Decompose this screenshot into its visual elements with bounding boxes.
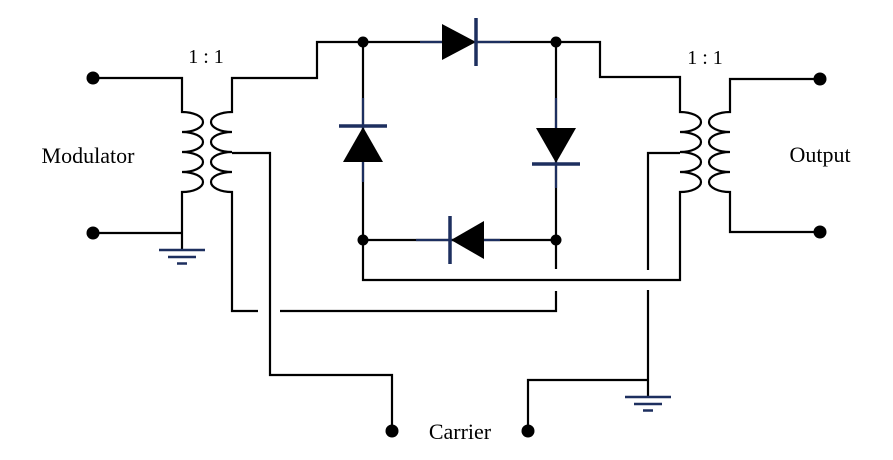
carrier-label: Carrier [429, 419, 492, 444]
diode-bottom [448, 216, 484, 264]
diode-bottom-triangle-icon [451, 221, 484, 259]
left-transformer-ratio-label: 1 : 1 [188, 46, 224, 68]
carrier-right-wire [526, 378, 648, 431]
ground-right-icon [625, 395, 671, 412]
modulator-primary-wire [93, 76, 205, 250]
diode-right [532, 128, 580, 166]
diode-right-triangle-icon [536, 128, 576, 163]
junction-top-left [357, 36, 369, 48]
ground-left-icon [159, 248, 205, 265]
modulator-terminal-bottom [86, 226, 100, 240]
junction-bottom-left [357, 234, 369, 246]
modulator-terminal-top [86, 71, 100, 85]
diode-left [339, 124, 387, 162]
output-terminal-bottom [813, 225, 827, 239]
carrier-terminal-right [521, 424, 535, 438]
wires [93, 40, 820, 431]
ring-junctions [357, 36, 562, 246]
output-terminal-top [813, 72, 827, 86]
output-primary-wire [361, 40, 703, 282]
diode-leads [361, 40, 558, 242]
output-secondary-wire [707, 77, 820, 234]
diode-top [442, 18, 478, 66]
diode-ring-rails [361, 40, 558, 242]
output-label: Output [789, 142, 850, 167]
ground-left-bars [159, 248, 205, 265]
modulator-label: Modulator [42, 143, 136, 168]
diode-top-triangle-icon [442, 24, 476, 60]
left-center-tap-wire [232, 151, 394, 431]
ground-right-bars [625, 395, 671, 412]
carrier-terminal-left [385, 424, 399, 438]
right-center-tap-wire [646, 151, 680, 397]
right-transformer-ratio-label: 1 : 1 [687, 47, 723, 69]
junction-top-right [550, 36, 562, 48]
junction-bottom-right [550, 234, 562, 246]
diode-left-triangle-icon [343, 127, 383, 162]
terminals [86, 71, 827, 438]
modulator-secondary-wire [209, 40, 558, 313]
